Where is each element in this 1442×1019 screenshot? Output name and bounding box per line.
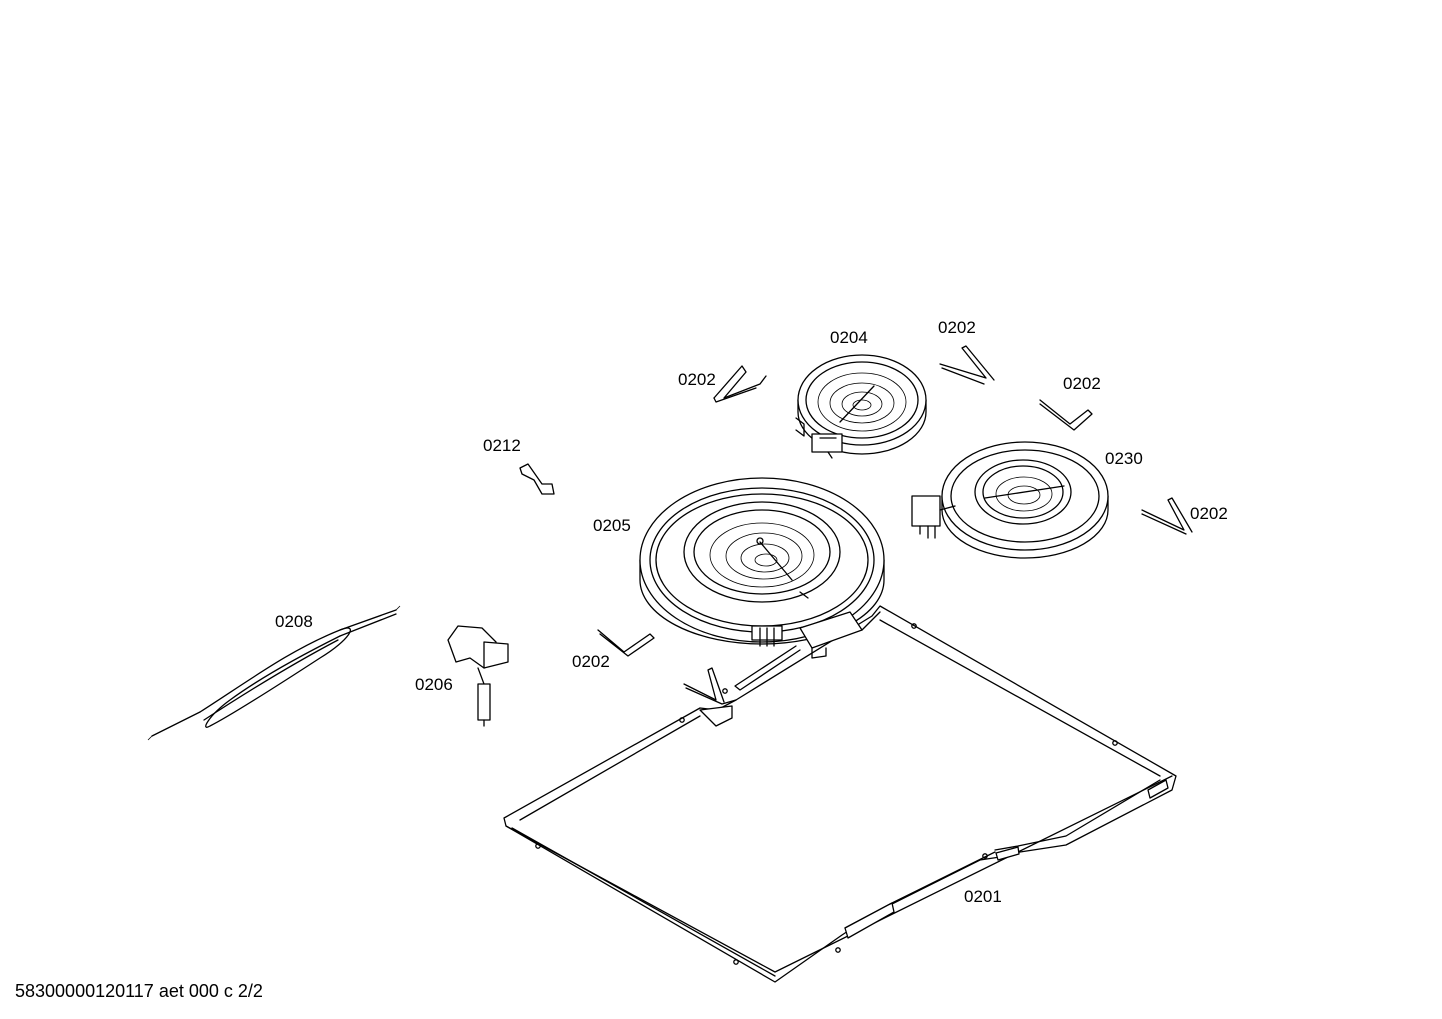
label-0230: 0230	[1105, 449, 1143, 468]
label-0202-left: 0202	[678, 370, 716, 389]
large-heating-element-drawing	[639, 477, 885, 691]
document-code: 58300000120117 aet 000 c 2/2	[15, 981, 263, 1001]
cable-drawing	[147, 605, 401, 741]
clip-drawing-3	[1039, 399, 1093, 431]
small-heating-element-drawing	[795, 354, 927, 459]
label-0208: 0208	[275, 612, 313, 631]
label-0206: 0206	[415, 675, 453, 694]
small-clip-drawing	[519, 463, 555, 495]
label-0201: 0201	[964, 887, 1002, 906]
label-0212: 0212	[483, 436, 521, 455]
sensor-bracket-drawing	[447, 625, 509, 727]
label-0202-top: 0202	[938, 318, 976, 337]
label-0202-right: 0202	[1063, 374, 1101, 393]
clip-drawing-1	[713, 365, 767, 403]
label-0202-bottom: 0202	[572, 652, 610, 671]
dual-heating-element-drawing	[911, 441, 1109, 559]
tray-plate-drawing	[503, 605, 1177, 983]
clip-drawing-4	[1141, 497, 1193, 535]
label-0202-far-right: 0202	[1190, 504, 1228, 523]
clip-drawing-6	[683, 667, 737, 705]
label-0204: 0204	[830, 328, 868, 347]
clip-drawing-2	[939, 345, 995, 385]
label-0205: 0205	[593, 516, 631, 535]
clip-drawing-5	[597, 629, 655, 657]
